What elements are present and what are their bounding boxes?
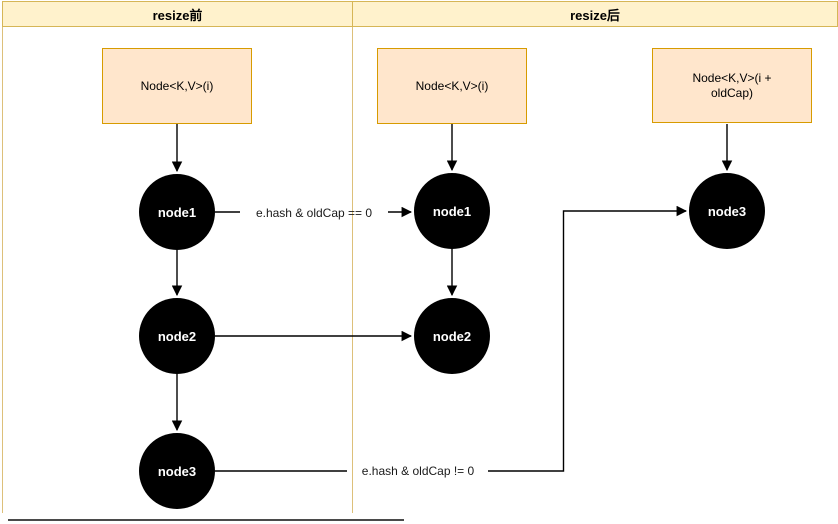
arrow-node3-migration [488,205,688,472]
bucket-box-before-i-label: Node<K,V>(i) [140,78,214,93]
node-label: node2 [157,328,197,344]
node-label: node1 [157,204,197,220]
column-divider [352,27,353,513]
bucket-box-after-i-oldcap-label: Node<K,V>(i + oldCap) [692,70,772,100]
bucket-box-after-i: Node<K,V>(i) [377,48,527,124]
bucket-box-before-i: Node<K,V>(i) [102,48,252,124]
edge-label-neq-zero: e.hash & oldCap != 0 [361,464,475,478]
node-label: node2 [432,328,472,344]
table-left-border [2,27,3,513]
column-header-after-label: resize后 [570,7,620,23]
node-label: node3 [157,463,197,479]
node-circle-before-node3: node3 [139,433,215,509]
node-circle-before-node2: node2 [139,298,215,374]
node-label: node1 [432,203,472,219]
node-circle-after-node1: node1 [414,173,490,249]
node-circle-before-node1: node1 [139,174,215,250]
column-header-before: resize前 [2,1,353,27]
bucket-box-after-i-label: Node<K,V>(i) [415,78,489,93]
column-header-after: resize后 [352,1,838,27]
node-circle-after-node2: node2 [414,298,490,374]
screenshot-bottom-edge [8,519,404,521]
column-header-before-label: resize前 [152,7,203,23]
node-circle-after-node3: node3 [689,173,765,249]
bucket-box-after-i-oldcap: Node<K,V>(i + oldCap) [652,48,812,123]
edge-label-eq-zero: e.hash & oldCap == 0 [255,206,373,220]
node-label: node3 [707,203,747,219]
